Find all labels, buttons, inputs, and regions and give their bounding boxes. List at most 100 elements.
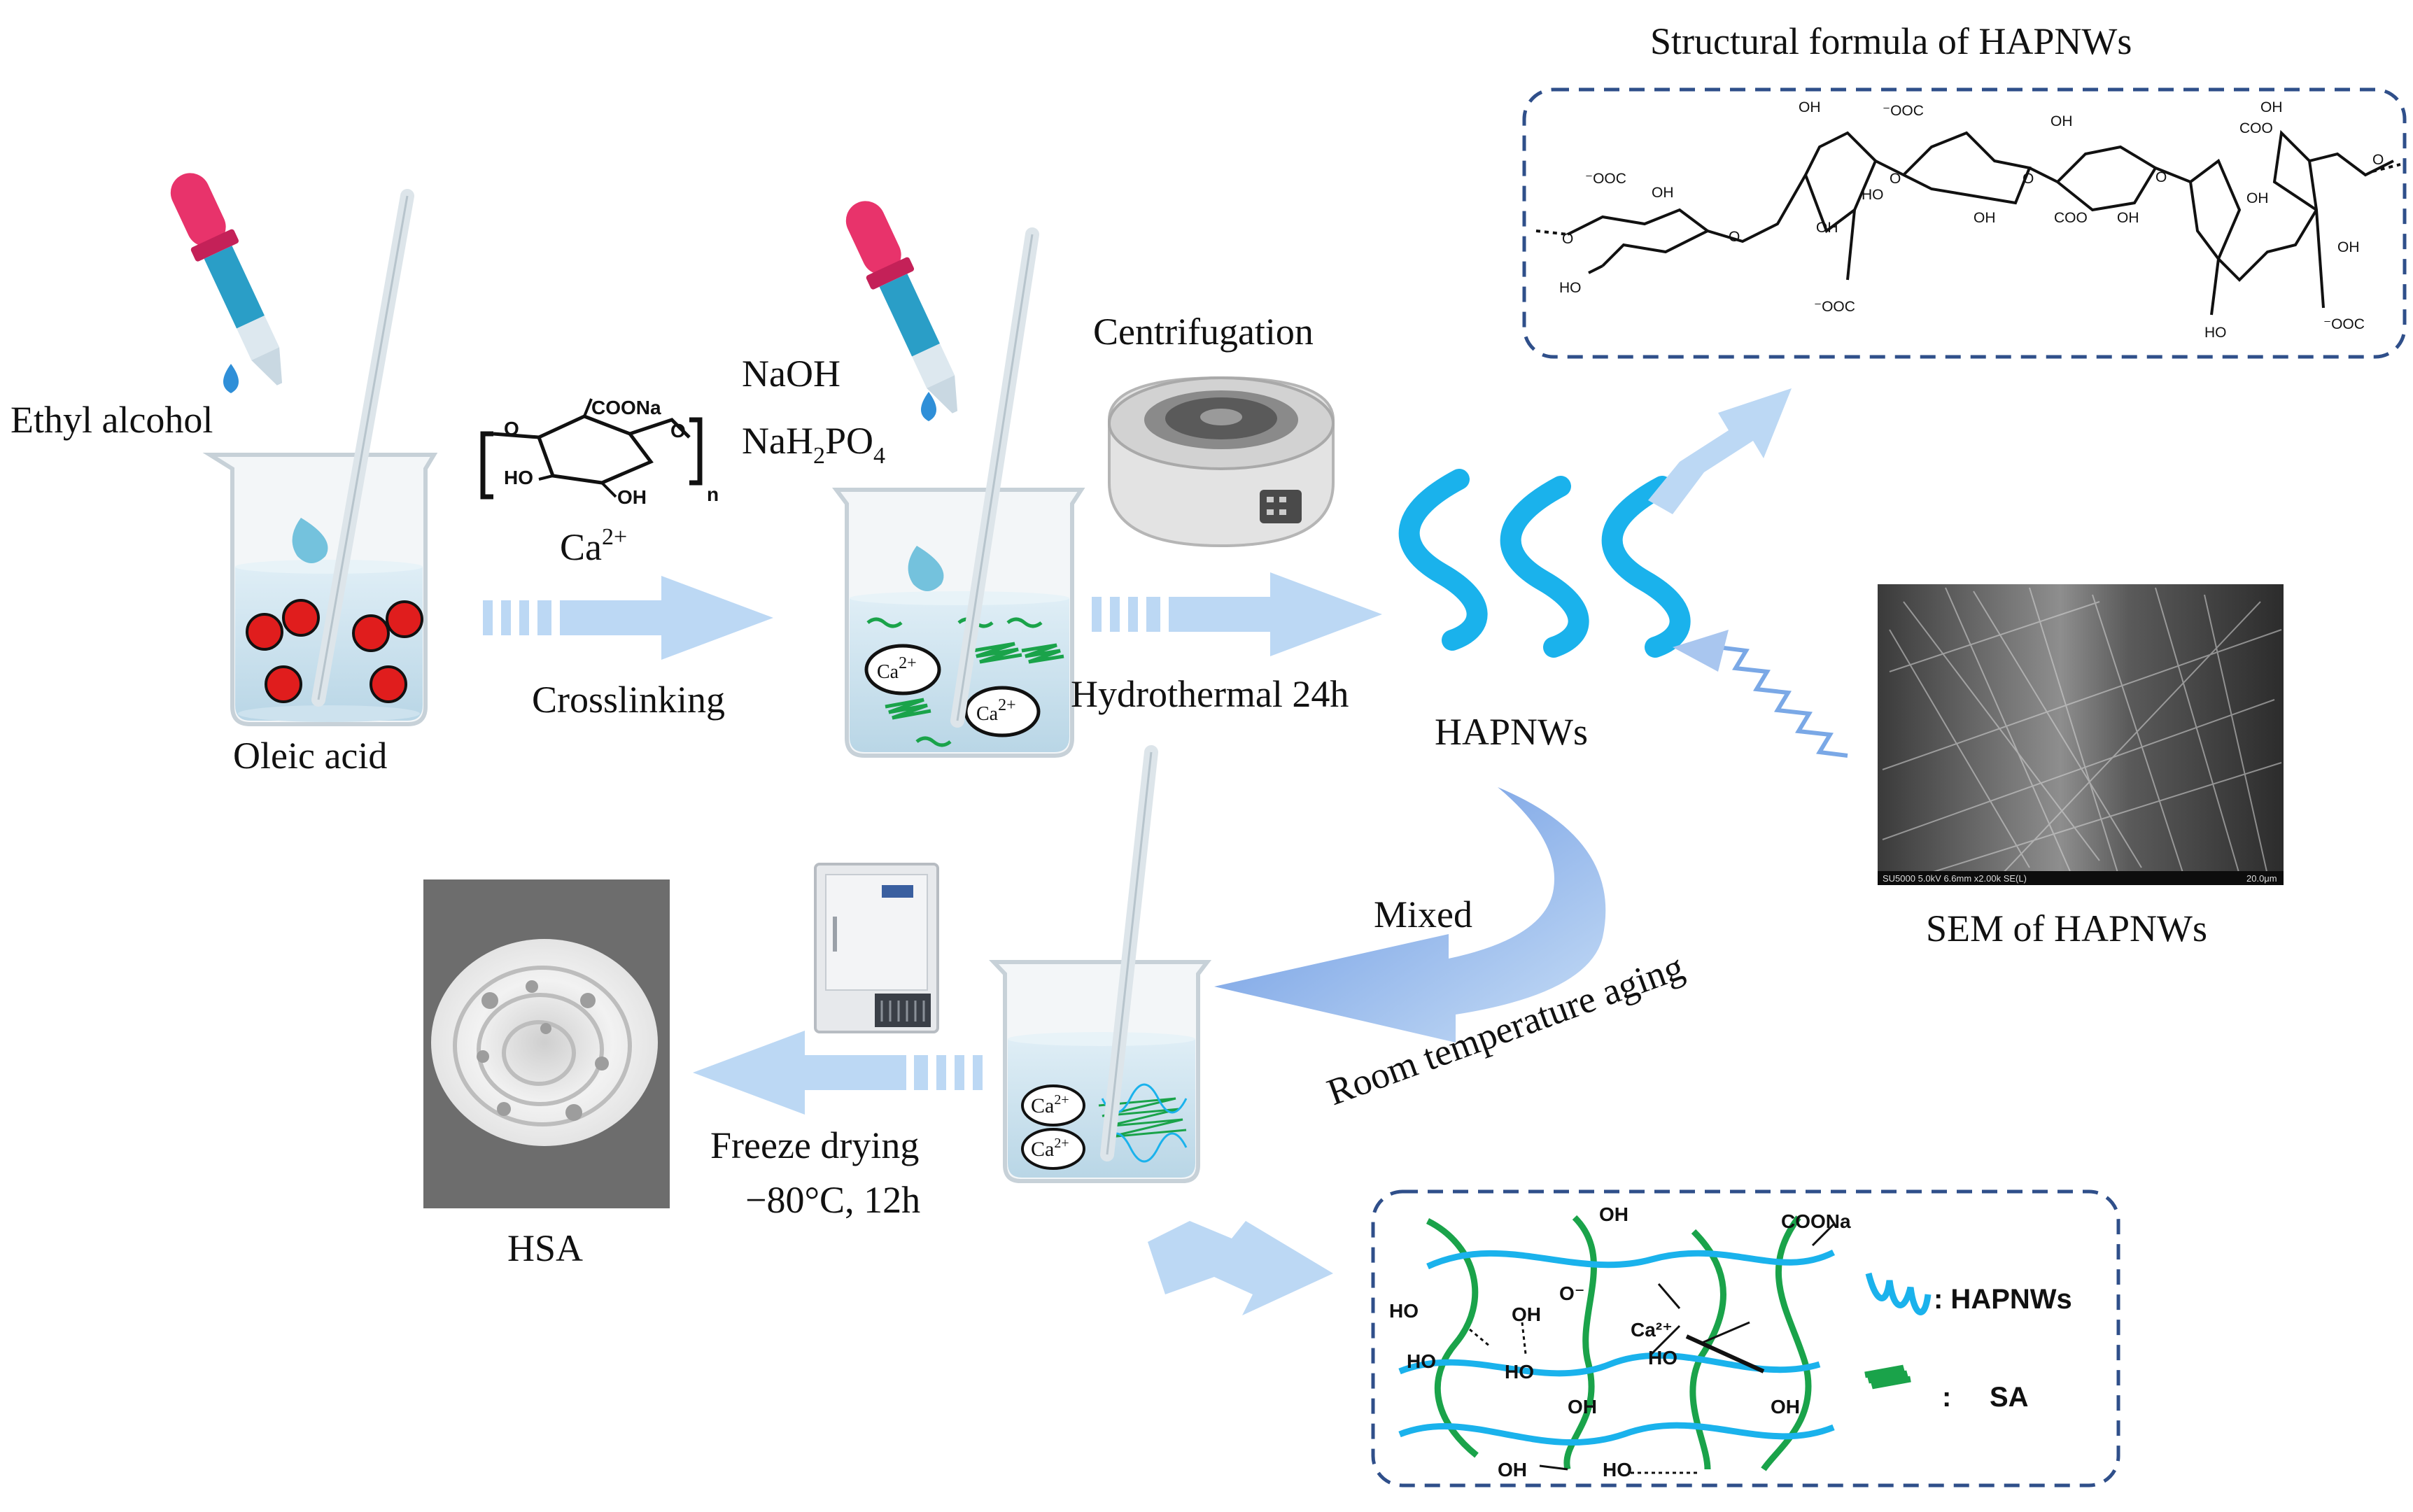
- svg-text:OH: OH: [1498, 1459, 1527, 1481]
- monomer-o-right: O: [670, 420, 686, 441]
- structural-formula-drawing: [1535, 129, 2401, 316]
- oleic-drop: [370, 665, 407, 703]
- monomer-ho: HO: [504, 467, 533, 488]
- svg-text:OH: OH: [1568, 1396, 1597, 1418]
- svg-text:O: O: [2022, 171, 2034, 187]
- hapnw-wave-icon: [1398, 469, 1691, 658]
- svg-text:O: O: [1729, 229, 1740, 245]
- monomer-oh: OH: [617, 486, 647, 508]
- process-arrow-icon: [1092, 572, 1382, 656]
- drop-icon: [223, 364, 239, 393]
- freezer-icon: [814, 863, 939, 1033]
- svg-text:OH: OH: [2246, 190, 2269, 206]
- svg-text::: :: [1942, 1382, 1951, 1413]
- ca-ion-text: Ca2+: [1031, 1136, 1069, 1161]
- svg-text:OH: OH: [1974, 210, 1996, 226]
- svg-text:OH: OH: [2050, 113, 2073, 129]
- sem-scale: 20.0μm: [2246, 873, 2277, 884]
- mixed-label: Mixed: [1374, 893, 1472, 935]
- structural-formula-title: Structural formula of HAPNWs: [1650, 20, 2132, 62]
- svg-text:⁻OOC: ⁻OOC: [1883, 103, 1924, 119]
- svg-text:OH: OH: [1512, 1303, 1541, 1325]
- process-arrow-icon: [1648, 388, 1792, 514]
- svg-text:⁻OOC: ⁻OOC: [1814, 299, 1855, 315]
- structural-formula-groups: ⁻OOC OH HO O O OH OH ⁻OOC O ⁻OOC HO OH O…: [1559, 99, 2384, 341]
- svg-text:HO: HO: [2204, 325, 2227, 341]
- svg-text:COONa: COONa: [1781, 1210, 1851, 1232]
- svg-text:HO: HO: [1559, 280, 1582, 296]
- hsa-photo: [423, 879, 670, 1208]
- svg-text:HO: HO: [1648, 1347, 1677, 1369]
- svg-text:⁻OOC: ⁻OOC: [2323, 316, 2365, 332]
- network-bonds: [1469, 1223, 1835, 1474]
- centrifugation-label: Centrifugation: [1093, 311, 1314, 353]
- process-arrow-icon: [1148, 1221, 1333, 1315]
- hapnws-label: HAPNWs: [1435, 711, 1588, 753]
- sem-footer: SU5000 5.0kV 6.6mm x2.00k SE(L): [1883, 873, 2027, 884]
- crosslinking-label: Crosslinking: [532, 679, 725, 721]
- svg-text:OH: OH: [2117, 210, 2139, 226]
- ca-ion-circle: [1021, 1128, 1085, 1170]
- svg-text:COO: COO: [2239, 120, 2273, 136]
- nah2po4-label: NaH2PO4: [742, 420, 885, 469]
- svg-text:SA: SA: [1990, 1382, 2029, 1413]
- beaker-icon: Ca2+ Ca2+: [989, 960, 1212, 1183]
- monomer-o-left: O: [504, 418, 519, 439]
- ca-ion-label: Ca2+: [560, 524, 627, 568]
- naoh-label: NaOH: [742, 353, 840, 395]
- svg-text:HO: HO: [1603, 1459, 1632, 1481]
- beaker-icon: [202, 453, 438, 726]
- svg-text:OH: OH: [2337, 239, 2360, 255]
- ca-ion-text: Ca2+: [877, 654, 917, 683]
- network-box: [1371, 1189, 2120, 1488]
- svg-text:O: O: [2155, 169, 2167, 185]
- oleic-drop: [246, 613, 283, 651]
- svg-text:OH: OH: [2260, 99, 2283, 115]
- hsa-label: HSA: [507, 1227, 583, 1269]
- sa-chain-icon: [1864, 1364, 1911, 1390]
- svg-text:OH: OH: [1599, 1203, 1628, 1225]
- svg-text:Ca²⁺: Ca²⁺: [1631, 1319, 1673, 1341]
- structural-formula-box: [1522, 87, 2407, 359]
- dropper-icon: [845, 201, 958, 414]
- freeze-conditions-label: −80°C, 12h: [745, 1179, 920, 1221]
- sem-image: SU5000 5.0kV 6.6mm x2.00k SE(L) 20.0μm: [1878, 584, 2284, 885]
- hydrothermal-label: Hydrothermal 24h: [1071, 673, 1349, 715]
- svg-text:: HAPNWs: : HAPNWs: [1934, 1284, 2072, 1315]
- svg-text:COO: COO: [2054, 210, 2088, 226]
- oleic-drop: [386, 600, 423, 638]
- svg-text:OH: OH: [1799, 99, 1821, 115]
- svg-text:OH: OH: [1816, 220, 1838, 236]
- svg-text:O: O: [1562, 231, 1573, 247]
- svg-text:⁻OOC: ⁻OOC: [1585, 171, 1626, 187]
- ca-ion-text: Ca2+: [976, 696, 1016, 725]
- oleic-drop: [282, 599, 320, 637]
- process-arrow-icon: [693, 1031, 983, 1115]
- ca-ion-circle: [1021, 1084, 1085, 1126]
- ca-ion-circle: [864, 644, 941, 695]
- svg-text:HO: HO: [1407, 1350, 1436, 1372]
- network-drawing: [1398, 1215, 1836, 1471]
- monomer-n: n: [707, 483, 719, 505]
- process-arrow-icon: [1673, 630, 1848, 758]
- drop-icon: [921, 392, 936, 421]
- svg-text:HO: HO: [1505, 1361, 1534, 1383]
- svg-text:OH: OH: [1771, 1396, 1800, 1418]
- legend-sa: : SA: [1864, 1364, 2029, 1413]
- oleic-drop: [265, 665, 302, 703]
- svg-text:HO: HO: [1862, 187, 1884, 203]
- sem-title: SEM of HAPNWs: [1926, 907, 2207, 949]
- monomer-coona: COONa: [591, 397, 661, 418]
- hapnw-wave-icon: [1865, 1272, 1932, 1315]
- svg-text:O⁻: O⁻: [1559, 1283, 1585, 1304]
- svg-text:OH: OH: [1652, 185, 1674, 201]
- sa-chain-icon: [866, 617, 1064, 747]
- svg-text:O: O: [1890, 171, 1901, 187]
- freeze-drying-label: Freeze drying: [710, 1124, 919, 1166]
- dropper-icon: [170, 173, 283, 386]
- alginate-monomer: COONa O O HO OH n: [480, 397, 719, 508]
- process-arrow-icon: [1214, 787, 1606, 1043]
- svg-text:HO: HO: [1389, 1300, 1419, 1322]
- oleic-drop: [352, 614, 390, 652]
